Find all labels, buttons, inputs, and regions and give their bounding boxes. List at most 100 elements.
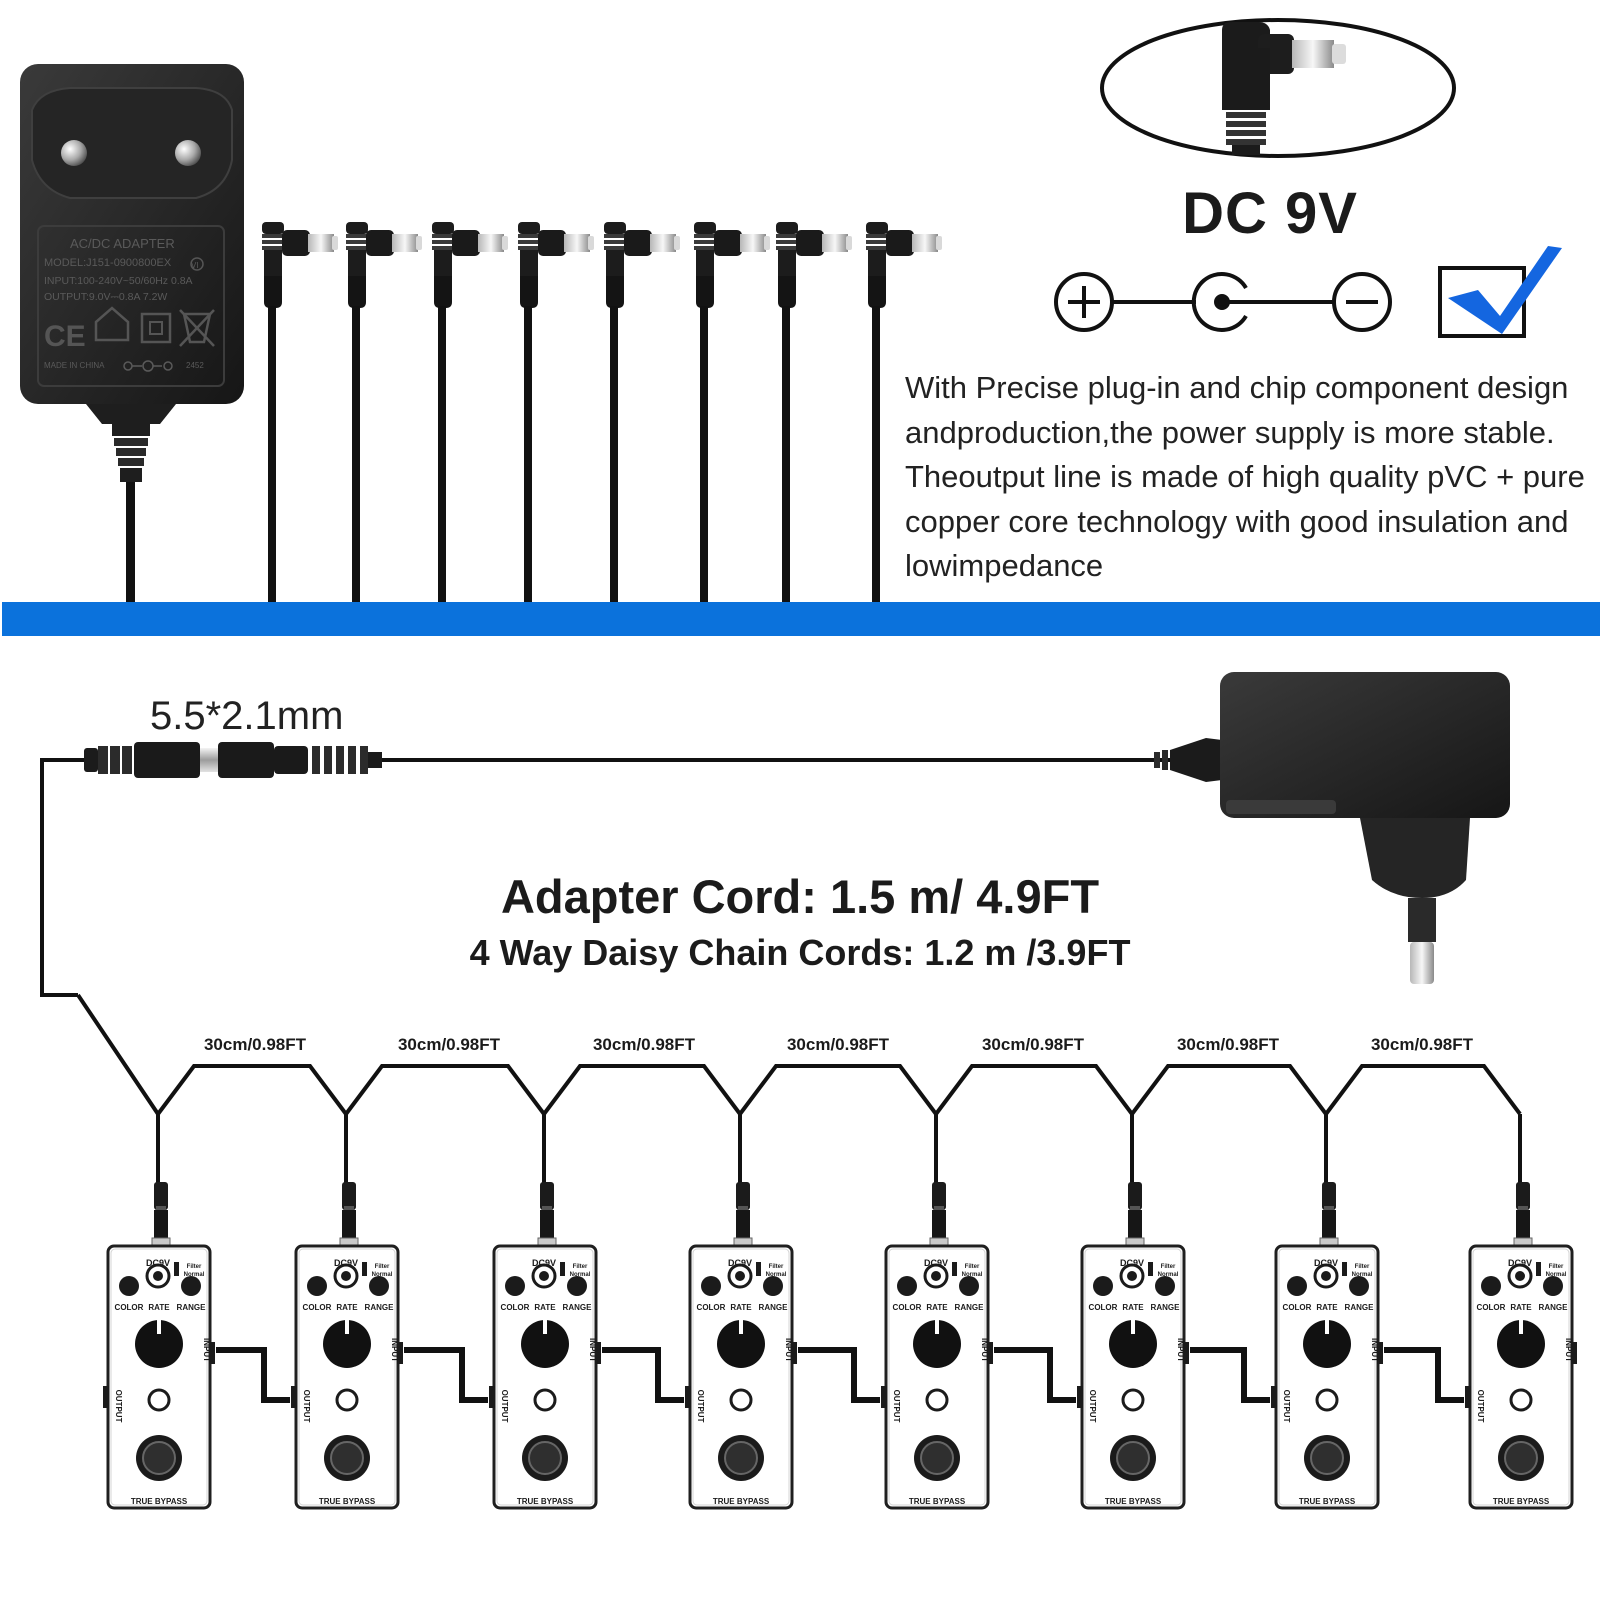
indoor-use-icon [94,306,130,342]
dc-plug [776,222,852,602]
pedal-label-color: COLOR [303,1303,332,1312]
effect-pedal [289,1180,405,1510]
pedal-label-color: COLOR [697,1303,726,1312]
dc-plug [262,222,338,602]
barrel-connector [84,742,382,778]
segment-length-label: 30cm/0.98FT [981,1035,1085,1054]
pedal-label-dc: DC9V [728,1258,752,1268]
pedal-label-input: INPUT [980,1338,989,1362]
pedal-label-mode_bottom: Normal [1546,1272,1567,1278]
ac-adapter: CE [20,64,244,602]
pedal-label-color: COLOR [115,1303,144,1312]
pedal-label-input: INPUT [1564,1338,1573,1362]
pedal-label-rate: RATE [1316,1303,1338,1312]
description-line: With Precise plug-in and chip component … [905,370,1569,405]
adapter-label-output: OUTPUT:9.0V⎓0.8A 7.2W [44,291,167,303]
minus-terminal-icon [1332,272,1392,332]
adapter-label-origin: MADE IN CHINA [44,361,105,370]
pedal-label-output: OUTPUT [696,1390,705,1423]
dc-plug [346,222,422,602]
dc-plug [518,222,594,602]
description-line: copper core technology with good insulat… [905,503,1569,539]
effect-pedal [487,1180,603,1510]
pedal-label-input: INPUT [588,1338,597,1362]
pedal-label-range: RANGE [1539,1303,1569,1312]
pedal-label-output: OUTPUT [500,1390,509,1423]
pedal-label-color: COLOR [893,1303,922,1312]
pedal-label-mode_bottom: Normal [962,1272,983,1278]
daisy-chain-cord-length: 4 Way Daisy Chain Cords: 1.2 m /3.9FT [469,932,1131,973]
pedal-label-output: OUTPUT [302,1390,311,1423]
ce-mark: CE [44,320,86,353]
effect-pedal [683,1180,799,1510]
dc-plug-closeup [1100,18,1456,158]
adapter-label-code: 2452 [186,361,204,370]
pedal-label-color: COLOR [1283,1303,1312,1312]
pedal-label-bypass: TRUE BYPASS [131,1497,188,1506]
pedal-label-range: RANGE [177,1303,207,1312]
pedal-label-output: OUTPUT [114,1390,123,1423]
pedal-label-bypass: TRUE BYPASS [713,1497,770,1506]
segment-length-label: 30cm/0.98FT [1370,1035,1474,1054]
pedal-label-dc: DC9V [1508,1258,1532,1268]
effect-pedal [1269,1180,1385,1510]
segment-length-label: 30cm/0.98FT [1176,1035,1280,1054]
pedal-label-dc: DC9V [924,1258,948,1268]
product-description: With Precise plug-in and chip component … [905,366,1595,589]
pedal-label-rate: RATE [730,1303,752,1312]
patch-cable [1190,1347,1270,1403]
pedal-label-mode_bottom: Normal [766,1272,787,1278]
pedal-label-input: INPUT [390,1338,399,1362]
plug-size-label: 5.5*2.1mm [150,694,344,738]
pedal-label-mode_top: Filter [1161,1264,1176,1270]
pedal-label-input: INPUT [784,1338,793,1362]
pedal-label-dc: DC9V [1314,1258,1338,1268]
pedal-label-range: RANGE [563,1303,593,1312]
pedal-label-mode_top: Filter [187,1264,202,1270]
pedal-label-input: INPUT [202,1338,211,1362]
patch-cable [216,1347,290,1403]
pedal-label-rate: RATE [148,1303,170,1312]
pedal-label-mode_top: Filter [573,1264,588,1270]
dc-plug [604,222,680,602]
dc-plug-row [262,222,942,602]
section-divider-band [2,602,1600,636]
effect-pedal [879,1180,995,1510]
segment-length-label: 30cm/0.98FT [203,1035,307,1054]
dc-plug [432,222,508,602]
patch-cable [994,1347,1076,1403]
description-line: Theoutput line is made of high quality p… [905,459,1585,494]
adapter-cord-length: Adapter Cord: 1.5 m/ 4.9FT [500,870,1100,923]
effect-pedal [101,1180,217,1510]
pedal-label-rate: RATE [1122,1303,1144,1312]
polarity-mini-icon [123,360,173,372]
dc-plug [866,222,942,602]
pedal-label-output: OUTPUT [1282,1390,1291,1423]
segment-length-label: 30cm/0.98FT [592,1035,696,1054]
adapter-label-input: INPUT:100-240V~50/60Hz 0.8A [44,275,193,287]
pedal-label-bypass: TRUE BYPASS [1105,1497,1162,1506]
pedal-label-rate: RATE [534,1303,556,1312]
effect-pedal [1463,1180,1579,1510]
effect-pedal [1075,1180,1191,1510]
weee-bin-icon [179,309,215,347]
pedal-label-bypass: TRUE BYPASS [1299,1497,1356,1506]
pedal-label-mode_bottom: Normal [570,1272,591,1278]
pedal-label-mode_top: Filter [1355,1264,1370,1270]
pedal-label-output: OUTPUT [1088,1390,1097,1423]
pedal-label-mode_bottom: Normal [1352,1272,1373,1278]
pedal-label-bypass: TRUE BYPASS [517,1497,574,1506]
pedal-label-dc: DC9V [146,1258,170,1268]
plus-terminal-icon [1054,272,1114,332]
description-line: andproduction,the power supply is more s… [905,414,1555,450]
polarity-diagram [1054,272,1392,332]
dc-plug [694,222,770,602]
pedal-label-dc: DC9V [334,1258,358,1268]
pedal-label-input: INPUT [1176,1338,1185,1362]
pedal-label-dc: DC9V [1120,1258,1144,1268]
pedal-label-range: RANGE [759,1303,789,1312]
pedal-label-output: OUTPUT [892,1390,901,1423]
wall-adapter-side [1154,672,1510,984]
